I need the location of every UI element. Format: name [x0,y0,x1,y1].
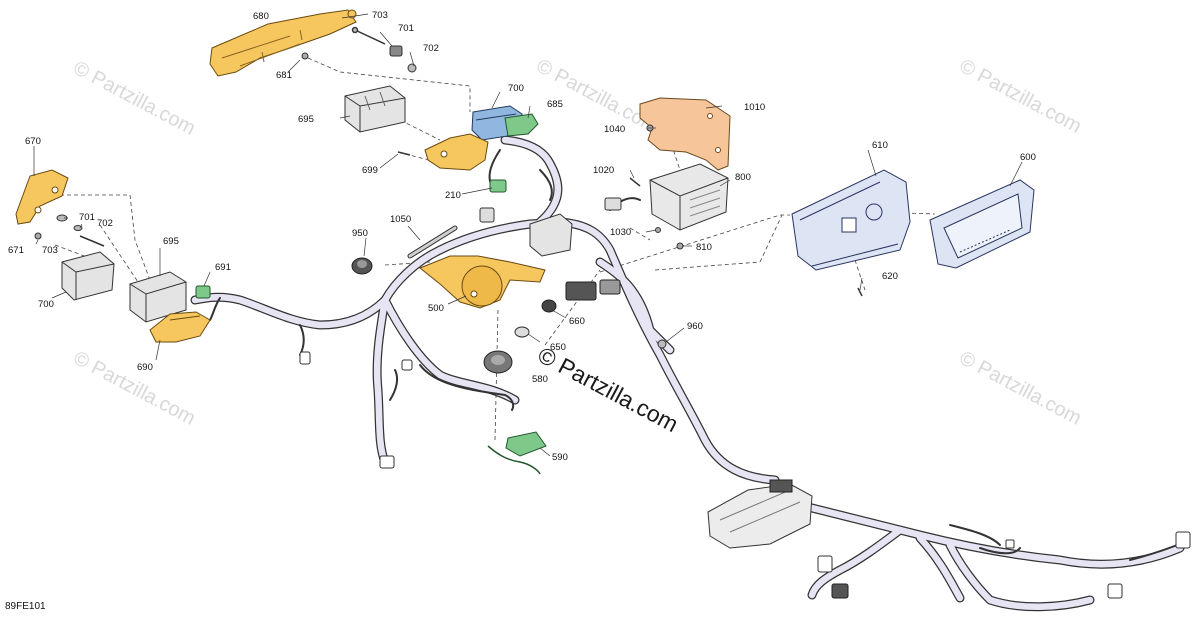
relay-590 [487,431,547,475]
watermark-top-mid: © Partzilla.com [533,55,662,138]
module-700-left [61,251,115,301]
callout-703-left: 703 [42,245,58,256]
callout-600: 600 [1020,152,1036,163]
conduit-1050 [407,225,458,259]
callout-695-left: 695 [163,236,179,247]
switch-950 [351,257,373,275]
module-500 [419,255,546,309]
connector-691 [195,285,211,299]
callout-703-top: 703 [372,10,388,21]
watermark-bottom-left: © Partzilla.com [70,347,199,430]
connector-block-upper-right [565,279,621,301]
callout-810: 810 [696,242,712,253]
callout-500: 500 [428,303,444,314]
module-695-top [344,85,406,133]
connector-660 [541,299,557,313]
callout-1040: 1040 [604,124,625,135]
bolt-703-top [351,26,386,45]
callout-701-top: 701 [398,23,414,34]
bracket-upper-orange [424,133,489,171]
screw-1020 [629,177,641,187]
callout-671: 671 [8,245,24,256]
screw-1030 [655,227,661,233]
callout-699: 699 [362,165,378,176]
clip-960 [657,339,667,349]
display-600 [929,179,1035,269]
callout-670: 670 [25,136,41,147]
washer-702-left [73,225,83,231]
bracket-1010 [639,97,731,171]
callout-702-left: 702 [97,218,113,229]
callout-leaders [33,13,1023,457]
callout-680: 680 [253,11,269,22]
screw-681 [301,52,309,60]
lower-connectors [299,351,1191,599]
callout-960: 960 [687,321,703,332]
callout-701-left: 701 [79,212,95,223]
callout-702-top: 702 [423,43,439,54]
callout-620: 620 [882,271,898,282]
grommet-650 [514,326,530,338]
callout-691: 691 [215,262,231,273]
watermark-top-left: © Partzilla.com [70,57,199,140]
callout-1010: 1010 [744,102,765,113]
callout-690: 690 [137,362,153,373]
callout-700-left: 700 [38,299,54,310]
callout-700-top: 700 [508,83,524,94]
callout-1050: 1050 [390,214,411,225]
washer-702-top [407,63,417,73]
cluster-housing-610 [791,169,911,271]
callout-1020: 1020 [593,165,614,176]
nut-701-top [389,45,403,57]
main-wire-harness [190,135,1186,612]
screw-620 [857,287,863,297]
callout-580: 580 [532,374,548,385]
callout-800: 800 [735,172,751,183]
callout-650: 650 [550,342,566,353]
screw-671 [34,232,42,240]
watermarks: © Partzilla.com © Partzilla.com © Partzi… [70,55,1085,437]
callout-681: 681 [276,70,292,81]
ecu-800 [649,163,729,231]
callout-210: 210 [445,190,461,201]
callout-950: 950 [352,228,368,239]
callout-590: 590 [552,452,568,463]
watermark-top-right: © Partzilla.com [956,55,1085,138]
callout-685: 685 [547,99,563,110]
fuse-box-center [529,213,573,257]
bolt-703-left [79,235,105,247]
dashed-leaders [54,57,936,441]
callout-695-top: 695 [298,114,314,125]
connector-685 [504,113,539,137]
callout-660: 660 [569,316,585,327]
bracket-670 [15,169,69,225]
connector-upper [479,197,622,223]
relay-210 [489,179,507,193]
drawing-code: 89FE101 [5,601,46,612]
bracket-680 [209,9,357,77]
module-lower-harness [707,479,813,549]
callout-labels: 680 703 701 702 681 700 685 695 699 210 … [8,10,1036,463]
horn-580 [483,350,513,374]
module-695-left [129,271,187,323]
screw-699 [397,151,411,156]
callout-1030: 1030 [610,227,631,238]
watermark-bottom-right: © Partzilla.com [956,347,1085,430]
callout-610: 610 [872,140,888,151]
